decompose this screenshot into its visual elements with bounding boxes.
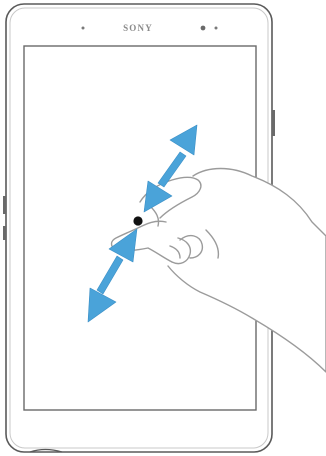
side-button-top [3,196,6,214]
speaker-dot-icon [82,27,85,30]
touch-point-icon [133,216,142,225]
side-button-right [272,110,275,136]
sensor-dot-icon [215,27,218,30]
brand-label: SONY [123,23,153,33]
side-button-bottom [3,226,6,240]
front-camera-icon [201,26,206,31]
